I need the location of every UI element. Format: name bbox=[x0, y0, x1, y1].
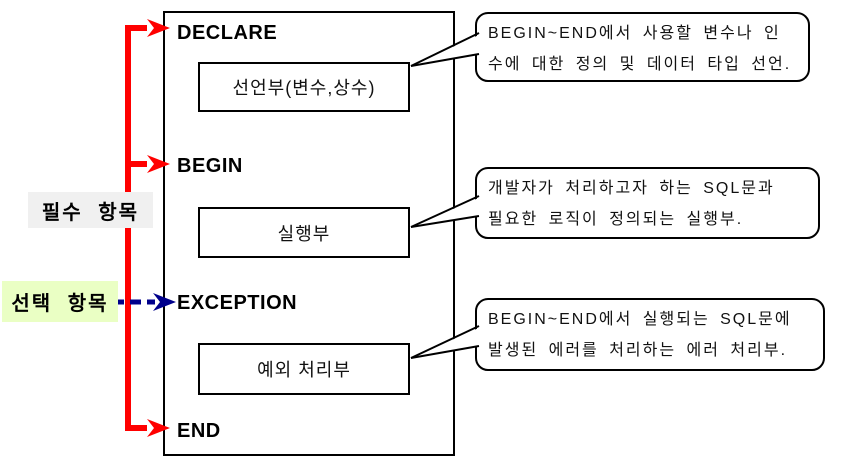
label-required-items: 필수 항목 bbox=[28, 192, 153, 228]
required-connector-line bbox=[125, 25, 147, 431]
callout-declaration-line2: 수에 대한 정의 및 데이터 타입 선언. bbox=[488, 56, 792, 73]
label-optional-items: 선택 항목 bbox=[2, 281, 118, 322]
section-label-exception-handler: 예외 처리부 bbox=[257, 360, 351, 380]
callout-exception-handler: BEGIN~END에서 실행되는 SQL문에 발생된 에러를 처리하는 에러 처… bbox=[475, 298, 825, 371]
callout-declaration-line1: BEGIN~END에서 사용할 변수나 인 bbox=[488, 25, 781, 42]
callout-exception-line2: 발생된 에러를 처리하는 에러 처리부. bbox=[488, 342, 788, 359]
callout-execution-line1: 개발자가 처리하고자 하는 SQL문과 bbox=[488, 180, 775, 197]
section-label-execution: 실행부 bbox=[277, 223, 331, 244]
section-box-exception-handler: 예외 처리부 bbox=[198, 343, 410, 395]
section-box-execution: 실행부 bbox=[198, 207, 410, 258]
keyword-end: END bbox=[177, 420, 221, 442]
section-label-declaration: 선언부(변수,상수) bbox=[232, 78, 376, 98]
section-box-declaration: 선언부(변수,상수) bbox=[198, 62, 410, 112]
callout-exception-line1: BEGIN~END에서 실행되는 SQL문에 bbox=[488, 311, 792, 328]
keyword-declare: DECLARE bbox=[177, 22, 278, 44]
callout-declaration: BEGIN~END에서 사용할 변수나 인 수에 대한 정의 및 데이터 타입 … bbox=[475, 12, 810, 82]
callout-execution-line2: 필요한 로직이 정의되는 실행부. bbox=[488, 211, 744, 228]
keyword-begin: BEGIN bbox=[177, 155, 243, 177]
keyword-exception: EXCEPTION bbox=[177, 292, 298, 314]
callout-execution: 개발자가 처리하고자 하는 SQL문과 필요한 로직이 정의되는 실행부. bbox=[475, 167, 820, 239]
